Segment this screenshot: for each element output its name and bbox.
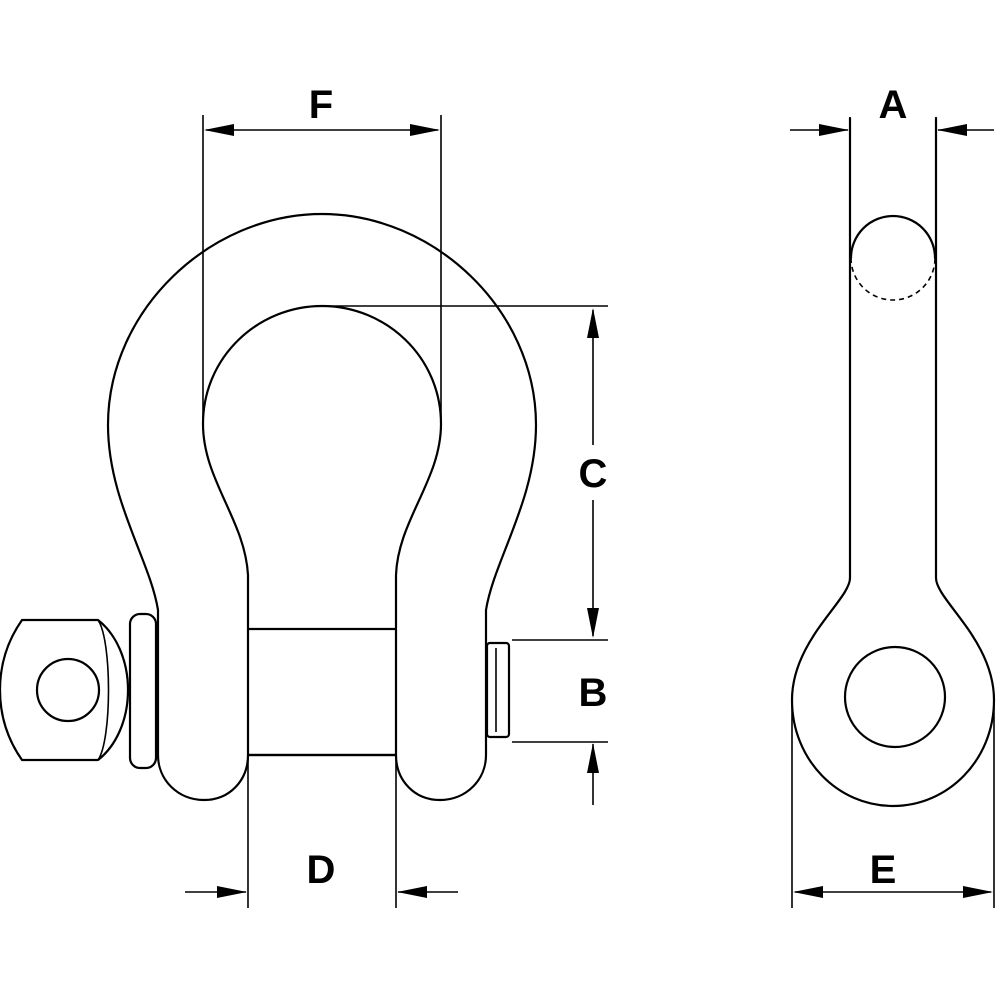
pin-collar [128,612,158,770]
shackle-side-view [790,116,996,808]
dimension-f: F [202,83,442,424]
pin-thread-end [485,641,511,739]
bow-inner-outline [201,304,443,630]
dim-f-label: F [309,83,333,127]
side-pin-head-top [849,214,937,260]
dim-e-label: E [870,848,897,892]
side-body-outline [790,116,996,808]
dimension-b: B [512,639,608,805]
dim-f-arrow-left [204,124,234,136]
pin-eye-hole [35,657,101,723]
dim-c-arrow-top [587,308,599,338]
dimension-e: E [791,700,995,908]
dim-e-arrow-left [793,886,823,898]
dim-c-arrow-bottom [587,608,599,638]
dim-b-arrow-bottom [587,743,599,773]
dim-d-arrow-right [397,886,427,898]
side-eye-hole [843,645,947,749]
dim-c-label: C [579,452,608,496]
dim-a-label: A [879,83,908,127]
dimension-a: A [790,83,994,136]
bow-outer-outline [106,212,538,802]
dim-f-arrow-right [410,124,440,136]
dim-e-arrow-right [963,886,993,898]
dim-d-arrow-left [217,886,247,898]
dim-b-label: B [579,671,608,715]
dim-a-arrow-left [819,124,849,136]
pin-eye-neck-line [97,619,110,761]
dim-d-label: D [307,848,336,892]
dim-a-arrow-right [937,124,967,136]
dimension-d: D [185,755,458,908]
side-pin-head-hidden [850,257,936,301]
dimension-c: C [322,305,608,638]
pin-body [246,627,398,757]
shackle-front-view [0,212,538,802]
